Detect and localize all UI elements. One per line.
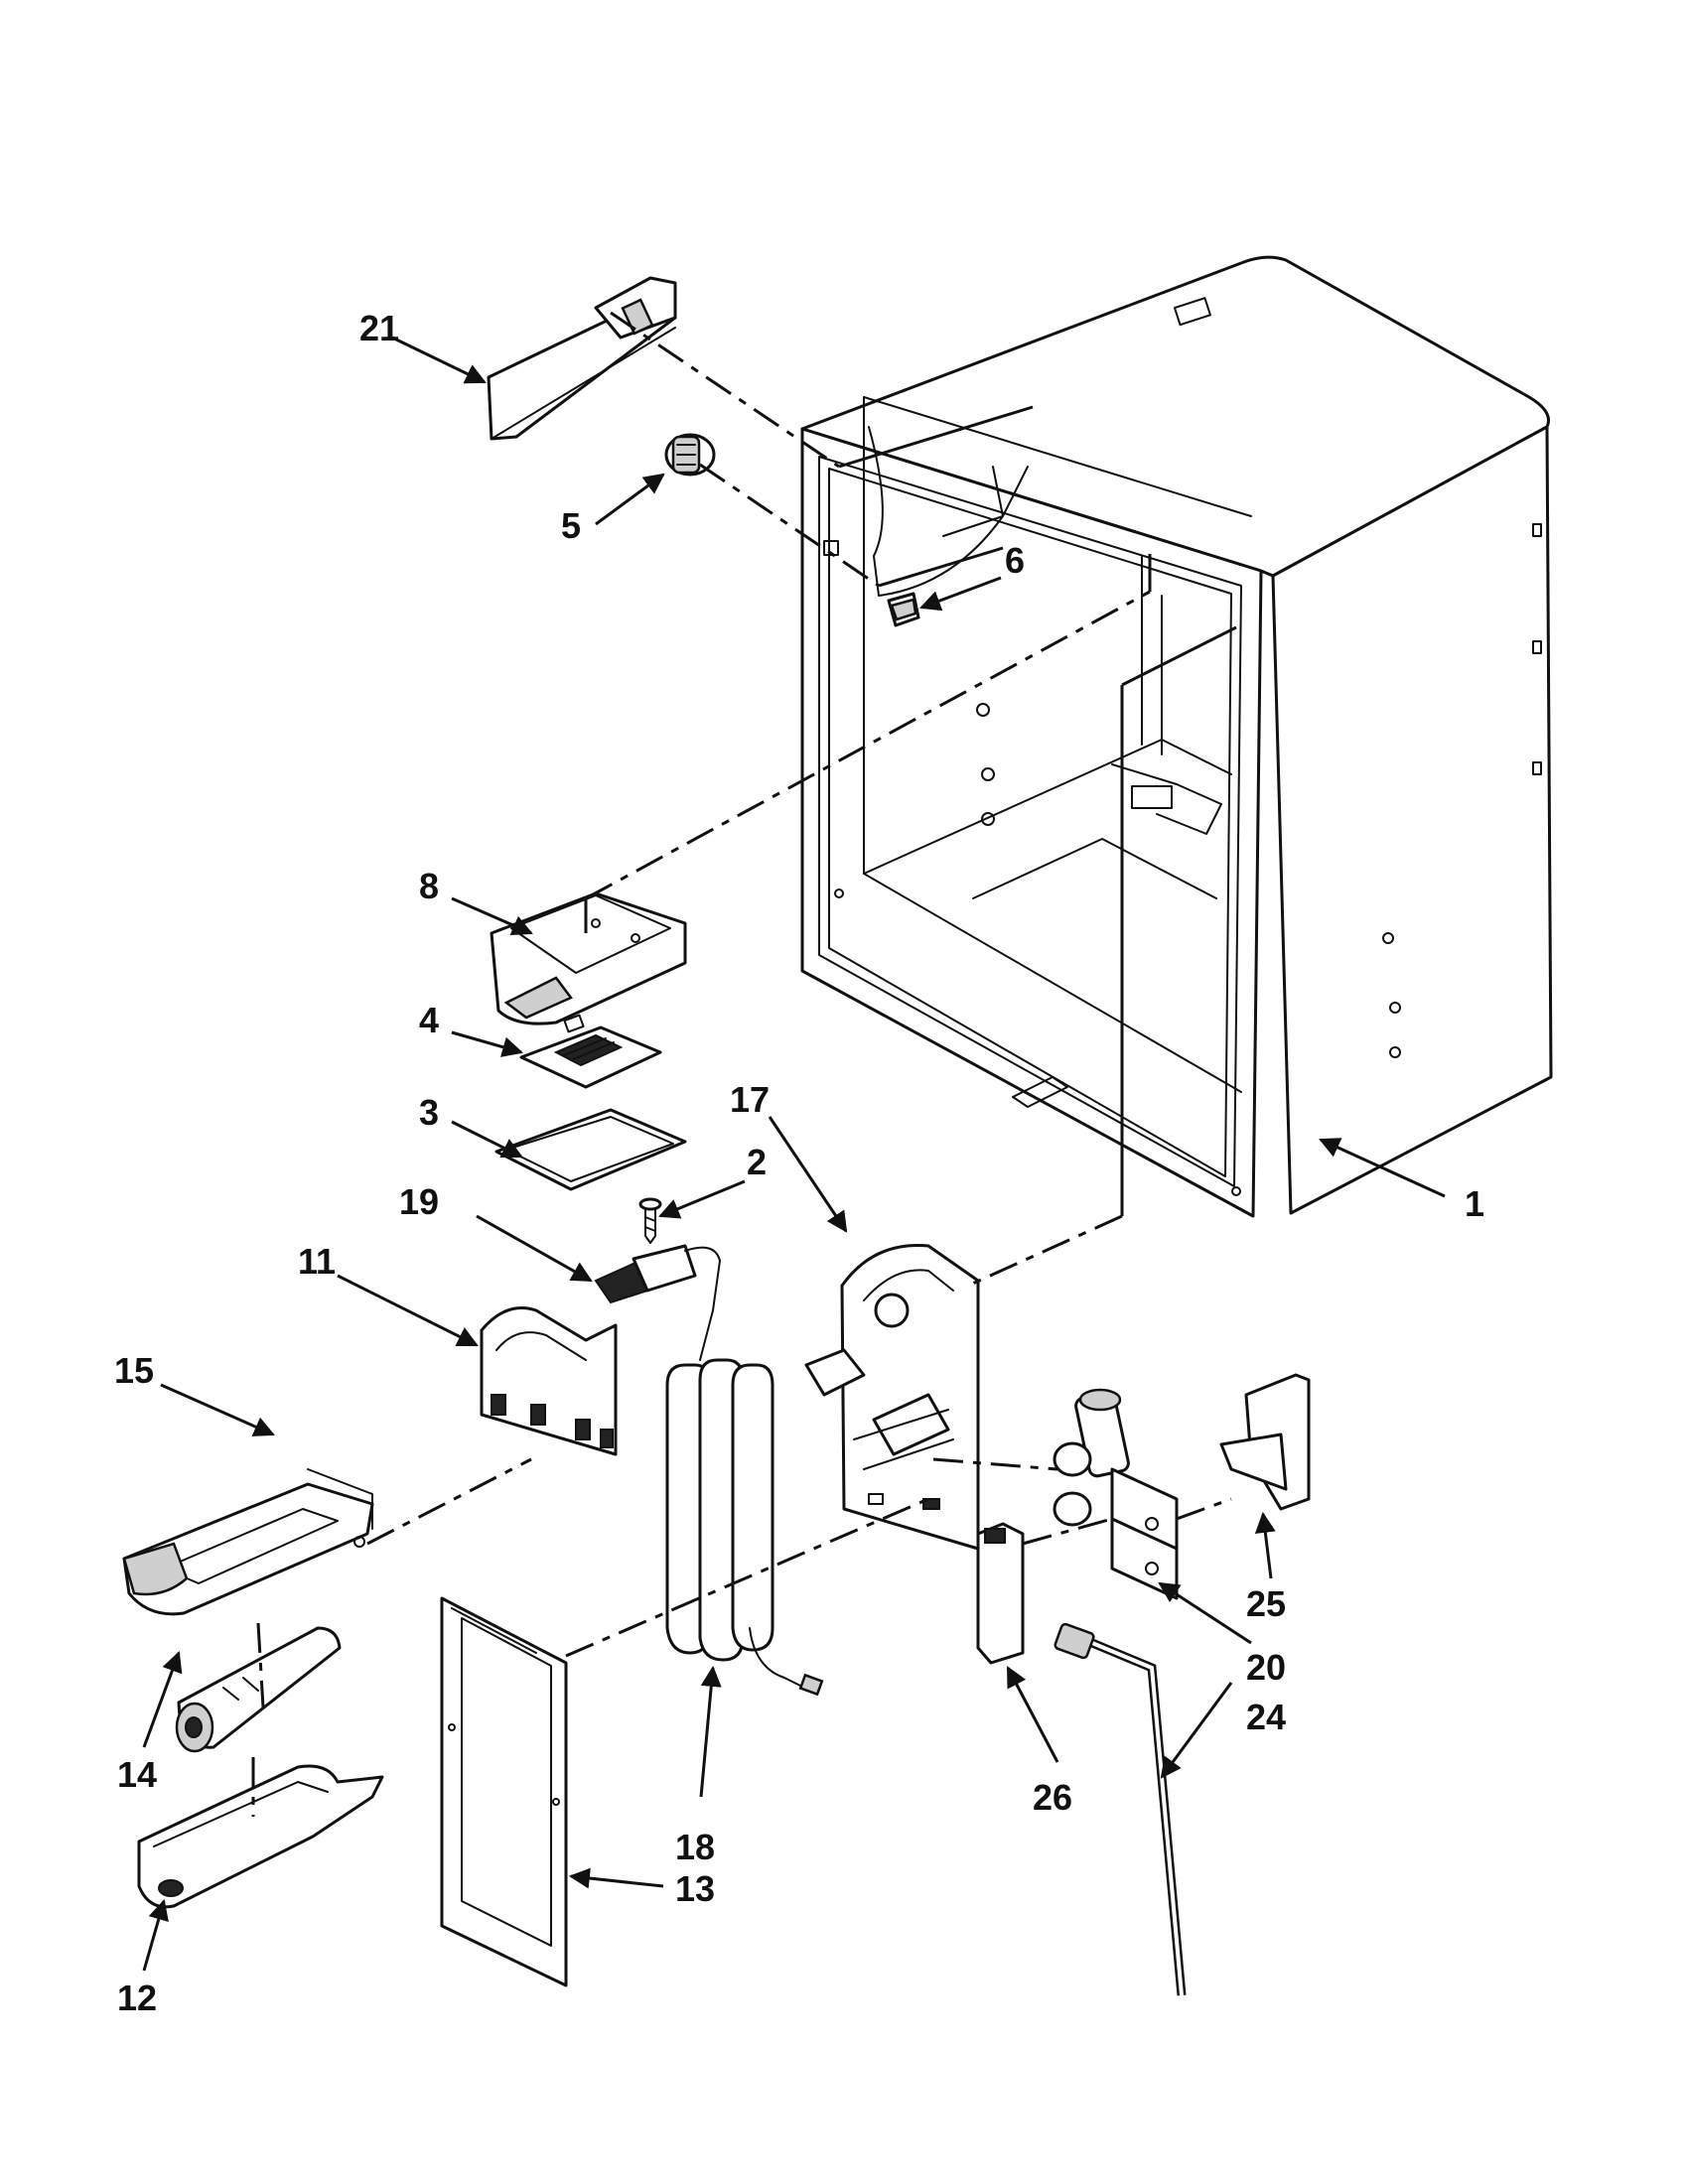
callout-18: 18 bbox=[675, 1827, 715, 1867]
connector bbox=[594, 1244, 721, 1304]
callout-labels: 21 5 6 8 4 3 2 19 11 15 17 1 25 20 24 26… bbox=[114, 308, 1484, 2018]
water-tube bbox=[1054, 1622, 1187, 1996]
housing bbox=[490, 891, 687, 1025]
callout-12: 12 bbox=[117, 1978, 157, 2018]
filter-housing bbox=[122, 1468, 374, 1616]
switch bbox=[887, 592, 920, 627]
callout-4: 4 bbox=[419, 1000, 439, 1040]
callout-21: 21 bbox=[359, 308, 399, 348]
screw bbox=[638, 1197, 662, 1244]
ice-maker-housing bbox=[804, 1244, 980, 1551]
callout-25: 25 bbox=[1246, 1583, 1286, 1624]
callout-3: 3 bbox=[419, 1092, 439, 1133]
callout-8: 8 bbox=[419, 866, 439, 906]
knob bbox=[664, 433, 716, 477]
callout-15: 15 bbox=[114, 1350, 154, 1391]
assembly-lines bbox=[251, 311, 1237, 1817]
callout-14: 14 bbox=[117, 1754, 157, 1795]
callout-13: 13 bbox=[675, 1868, 715, 1909]
water-valve bbox=[1053, 1388, 1179, 1600]
water-filter-cartridge bbox=[175, 1626, 342, 1753]
callout-5: 5 bbox=[561, 505, 581, 546]
cabinet-liner bbox=[800, 255, 1553, 1218]
callout-6: 6 bbox=[1005, 540, 1025, 581]
bracket bbox=[480, 1306, 618, 1456]
callout-19: 19 bbox=[399, 1181, 439, 1222]
callout-26: 26 bbox=[1033, 1777, 1072, 1818]
heater-tube-assembly bbox=[665, 1260, 824, 1697]
callout-1: 1 bbox=[1465, 1183, 1484, 1224]
panel bbox=[440, 1596, 568, 1987]
callout-17: 17 bbox=[730, 1079, 770, 1120]
valve-bracket bbox=[1219, 1373, 1311, 1511]
callout-2: 2 bbox=[747, 1142, 767, 1182]
ice-chute-door bbox=[487, 276, 677, 441]
callout-24: 24 bbox=[1246, 1697, 1286, 1737]
callout-11: 11 bbox=[298, 1241, 336, 1282]
control-board bbox=[519, 1014, 662, 1089]
filter-cover bbox=[137, 1764, 384, 1909]
cover-plate bbox=[494, 1108, 687, 1191]
callout-arrows bbox=[142, 336, 1446, 1972]
callout-20: 20 bbox=[1246, 1647, 1286, 1688]
clip bbox=[976, 1522, 1025, 1665]
